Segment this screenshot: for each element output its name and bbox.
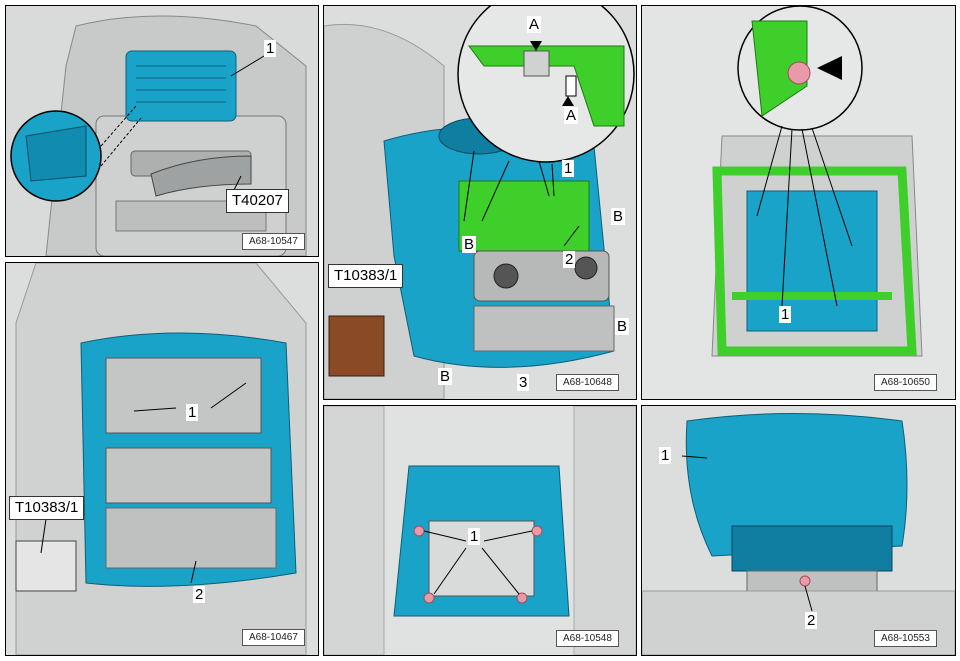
panel-2-callout-b-1: B [462, 236, 477, 253]
panel-6: 1 2 A68-10553 [641, 405, 956, 656]
panel-5-callout-1: 1 [468, 528, 481, 545]
panel-6-callout-1: 1 [659, 447, 672, 464]
panel-3-illustration [642, 6, 955, 399]
panel-2-callout-2: 2 [563, 251, 576, 268]
panel-6-illustration [642, 406, 955, 655]
panel-4-tool-label: T10383/1 [9, 496, 85, 520]
panel-2-callout-a-bottom: A [564, 107, 579, 124]
panel-2-figure-ref: A68-10648 [556, 374, 619, 391]
panel-5-figure-ref: A68-10548 [556, 630, 619, 647]
panel-2-callout-b-3: B [615, 318, 630, 335]
panel-1-tool-label: T40207 [226, 189, 289, 213]
panel-4-callout-1: 1 [186, 404, 199, 421]
panel-2-callout-1: 1 [562, 160, 575, 177]
panel-6-figure-ref: A68-10553 [874, 630, 937, 647]
panel-2: A A 1 2 3 B B B B T10383/1 A68-10648 [323, 5, 637, 400]
panel-2-tool-label: T10383/1 [328, 264, 404, 288]
panel-4-callout-2: 2 [193, 586, 206, 603]
panel-2-callout-b-4: B [438, 368, 453, 385]
panel-1-callout-1: 1 [264, 40, 277, 57]
panel-3-callout-1: 1 [779, 306, 792, 323]
panel-6-callout-2: 2 [805, 612, 818, 629]
panel-3: 1 A68-10650 [641, 5, 956, 400]
panel-4-illustration [6, 263, 318, 655]
panel-3-figure-ref: A68-10650 [874, 374, 937, 391]
panel-2-callout-a-top: A [527, 16, 542, 33]
panel-1-figure-ref: A68-10547 [242, 233, 305, 250]
panel-2-callout-3: 3 [517, 374, 530, 391]
panel-4-figure-ref: A68-10467 [242, 629, 305, 646]
panel-5: 1 A68-10548 [323, 405, 637, 656]
panel-4: 1 2 T10383/1 A68-10467 [5, 262, 319, 656]
panel-1: 1 T40207 A68-10547 [5, 5, 319, 257]
panel-2-callout-b-2: B [611, 208, 626, 225]
panel-2-illustration [324, 6, 636, 399]
